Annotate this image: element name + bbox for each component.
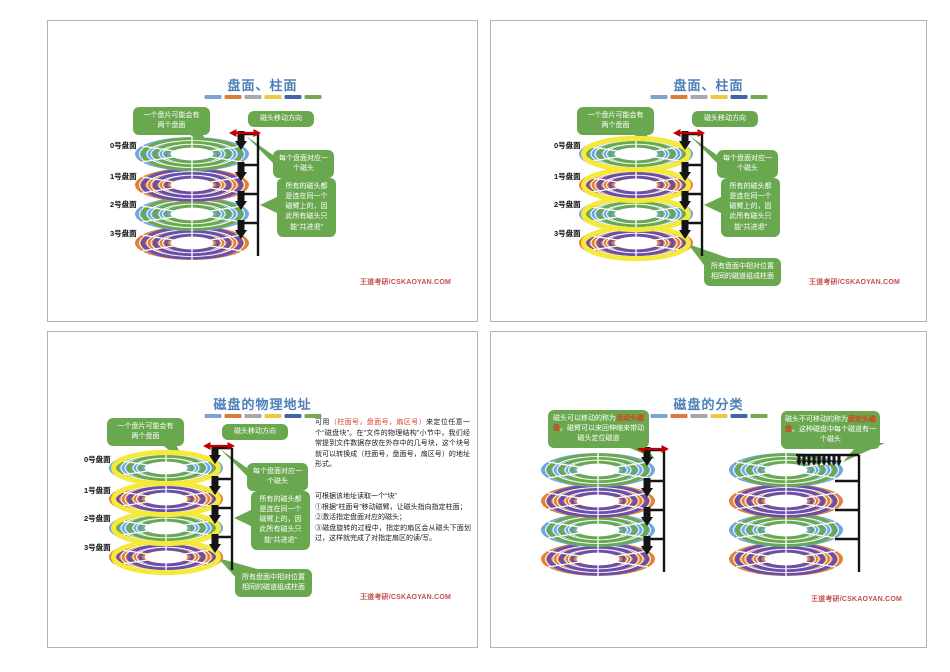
platter-label-3: 3号盘面 [84,543,111,552]
dash [670,95,687,99]
slide-physical-address: 磁盘的物理地址 0号盘面 1号盘面 2号盘面 3号盘面 一个盘片可能会有 两个盘… [47,331,478,648]
title-underline-dashes [204,414,321,418]
callout-head-move-direction: 磁头移动方向 [248,111,314,128]
callout-cylinder-definition: 所有盘面中相对位置 相同的磁道组成柱面 [235,569,312,598]
callout-tail [246,136,273,163]
read-block-steps: 可根据该地址读取一个“块” ①根据“柱面号”移动磁臂，让磁头指向指定柱面； ②激… [315,493,471,542]
platter-label-1: 1号盘面 [110,172,137,181]
platter-label-0: 0号盘面 [110,141,137,150]
dash [204,95,221,99]
disk-diagram [491,127,737,269]
fixed-head-term: 固定头磁盘 [785,416,876,434]
disk-stack-cylinder [109,445,232,574]
dash [244,414,261,418]
dash [710,95,727,99]
callout-tail [234,510,251,526]
callout-prefix: 磁头不可移动的称为 [785,416,848,423]
slide-surface-cylinder-b: 盘面、柱面 0号盘面 1号盘面 2号盘面 3号盘面 一个盘片可能会有 两个盘面 … [490,20,927,322]
platter-label-2: 2号盘面 [84,514,111,523]
callout-tail [690,136,717,163]
dash [730,95,747,99]
callout-two-surfaces: 一个盘片可能会有 两个盘面 [133,107,210,136]
platter-label-1: 1号盘面 [84,486,111,495]
title-underline-dashes [204,95,321,99]
address-tuple-highlight: （柱面号，盘面号，扇区号） [329,419,427,426]
watermark: 王道考研/CSKAOYAN.COM [810,596,902,603]
callout-heads-same-arm: 所有的磁头都 是连在同一个 磁臂上的，因 此所有磁头只 能“共进退” [721,178,780,237]
callout-heads-same-arm: 所有的磁头都 是连在同一个 磁臂上的，因 此所有磁头只 能“共进退” [251,491,310,550]
callout-head-move-direction: 磁头移动方向 [692,111,758,128]
slide-title: 磁盘的物理地址 [213,397,312,412]
title-underline-dashes [650,95,767,99]
platter-label-2: 2号盘面 [554,200,581,209]
slide-title: 盘面、柱面 [227,78,298,93]
dash [304,414,321,418]
dash [650,95,667,99]
title-underline-dashes [650,414,767,418]
callout-one-head-per-surface: 每个盘面对应一 个磁头 [247,463,308,492]
dash [690,414,707,418]
fixed-head-disk-stack [729,453,859,576]
paragraph-rest: 来定位任意一个“磁盘块”。在“文件的物理结构”小节中，我们经常提到文件数据存放在… [315,419,471,468]
platter-label-0: 0号盘面 [554,141,581,150]
movable-head-term: 活动头磁盘 [553,415,644,433]
dash [224,95,241,99]
platter-label-3: 3号盘面 [554,229,581,238]
physical-address-paragraph: 可用（柱面号，盘面号，扇区号）来定位任意一个“磁盘块”。在“文件的物理结构”小节… [315,418,470,471]
platter-label-1: 1号盘面 [554,172,581,181]
dash [264,95,281,99]
dash [304,95,321,99]
disk-stack [135,131,258,260]
callout-two-surfaces: 一个盘片可能会有 两个盘面 [107,418,184,447]
callout-rest: 。磁臂可以来回伸缩来带动磁头定位磁道 [560,425,644,443]
slide-title: 盘面、柱面 [673,78,744,93]
slide-title: 磁盘的分类 [673,397,744,412]
callout-cylinder-definition: 所有盘面中相对位置 相同的磁道组成柱面 [704,258,781,287]
dash [224,414,241,418]
callout-two-surfaces: 一个盘片可能会有 两个盘面 [577,107,654,136]
callout-heads-same-arm: 所有的磁头都 是连在同一个 磁臂上的，因 此所有磁头只 能“共进退” [277,178,336,237]
dash [284,414,301,418]
callout-tail [704,197,721,213]
platter-label-0: 0号盘面 [84,455,111,464]
callout-tail [220,449,247,476]
callout-rest: 。这种磁盘中每个磁道有一个磁头 [792,426,876,444]
head-move-arrow-icon [227,127,263,139]
callout-movable-head-disk: 磁头可以移动的称为活动头磁盘。磁臂可以来回伸缩来带动磁头定位磁道 [548,410,649,449]
callout-one-head-per-surface: 每个盘面对应一 个磁头 [717,150,778,179]
watermark: 王道考研/CSKAOYAN.COM [359,594,451,601]
dash [690,95,707,99]
callout-tail [260,197,277,213]
slide-surface-cylinder-a: 盘面、柱面 0号盘面 1号盘面 2号盘面 3号盘面 一个盘片可能会有 两个盘面 … [47,20,478,322]
dash [730,414,747,418]
paragraph-prefix: 可用 [315,419,330,426]
watermark: 王道考研/CSKAOYAN.COM [359,279,451,286]
slide-disk-classification: 磁盘的分类 磁头可以移动的称为活动头磁盘。磁臂可以来回伸缩来带动磁头定位磁道 磁… [490,331,927,648]
platter-label-2: 2号盘面 [110,200,137,209]
callout-one-head-per-surface: 每个盘面对应一 个磁头 [273,150,334,179]
callout-head-move-direction: 磁头移动方向 [222,424,288,441]
disk-stack-cylinder [579,131,702,260]
watermark: 王道考研/CSKAOYAN.COM [808,279,900,286]
dash [650,414,667,418]
callout-prefix: 磁头可以移动的称为 [553,415,616,422]
callout-fixed-head-disk: 磁头不可移动的称为固定头磁盘。这种磁盘中每个磁道有一个磁头 [781,411,880,450]
dash [710,414,727,418]
dash [264,414,281,418]
movable-head-disk-stack [541,447,664,576]
dash [750,414,767,418]
dash [244,95,261,99]
dash [670,414,687,418]
platter-label-3: 3号盘面 [110,229,137,238]
head-move-arrow-icon [671,127,707,139]
dash [204,414,221,418]
dash [284,95,301,99]
dash [750,95,767,99]
